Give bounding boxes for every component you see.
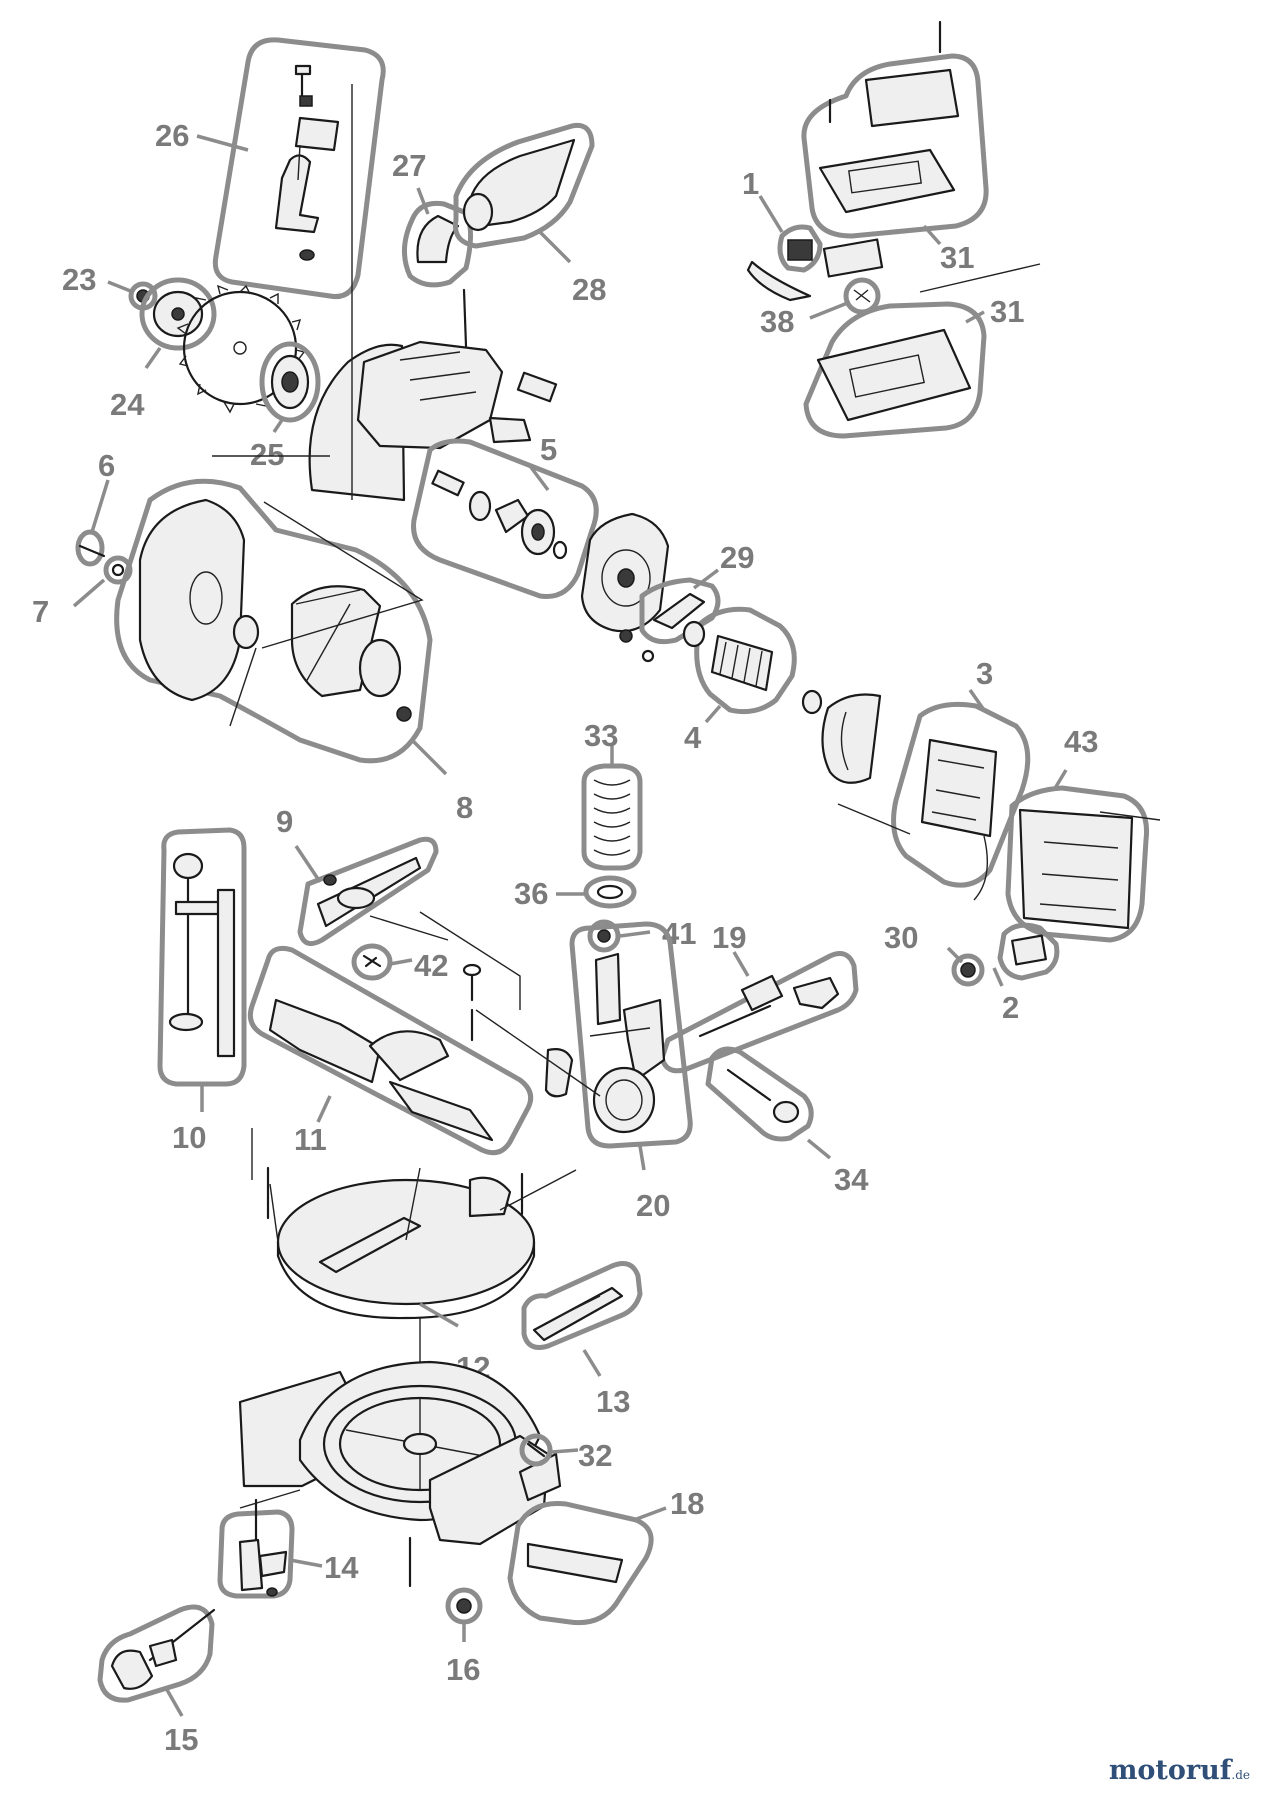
callout-10: 10 xyxy=(172,1120,206,1155)
callout-23: 23 xyxy=(62,262,96,297)
assembly-guide-lines xyxy=(239,501,601,1509)
part-3-field-coil-group xyxy=(837,701,1031,901)
callout-32: 32 xyxy=(578,1438,612,1473)
callout-24: 24 xyxy=(110,387,145,422)
part-34-locking-knob-group xyxy=(705,1046,814,1142)
callout-38: 38 xyxy=(760,304,794,339)
callout-8: 8 xyxy=(456,790,473,825)
callout-5: 5 xyxy=(540,432,557,467)
callout-31-lower: 31 xyxy=(990,294,1024,329)
part-42-screw xyxy=(351,943,393,981)
callout-28: 28 xyxy=(572,272,606,307)
callout-7: 7 xyxy=(32,594,49,629)
part-43-motor-housing-group xyxy=(1005,785,1161,943)
part-11-fence-group xyxy=(247,945,534,1156)
part-15-handle-knob-group xyxy=(97,1604,216,1703)
cable-clip xyxy=(544,1048,574,1098)
part-5-gearbox-group xyxy=(411,438,599,600)
callout-34: 34 xyxy=(834,1162,869,1197)
part-20-tilt-bracket-group xyxy=(569,921,693,1149)
part-9-fence-group xyxy=(297,836,449,947)
callout-33: 33 xyxy=(584,718,618,753)
brand-logo: motoruf.de xyxy=(1109,1755,1250,1786)
callout-25: 25 xyxy=(250,437,284,472)
part-2-carbon-brush xyxy=(997,922,1060,981)
part-10-workpiece-clamp-group xyxy=(157,827,247,1087)
callout-29: 29 xyxy=(720,540,754,575)
brand-suffix: .de xyxy=(1231,1768,1250,1782)
part-27-dust-elbow-group xyxy=(402,200,473,288)
callout-20: 20 xyxy=(636,1188,670,1223)
callout-31-upper: 31 xyxy=(940,240,974,275)
callout-13: 13 xyxy=(596,1384,630,1419)
part-30-brush-cap xyxy=(951,953,985,987)
callout-14: 14 xyxy=(324,1550,359,1585)
callout-15: 15 xyxy=(164,1722,198,1757)
fence-screws xyxy=(462,963,482,1042)
gearbox-cover xyxy=(580,512,670,633)
part-29-brush-holder-group xyxy=(619,577,721,663)
part-18-side-extension-group xyxy=(507,1500,654,1626)
callout-18: 18 xyxy=(670,1486,704,1521)
callout-42: 42 xyxy=(414,948,448,983)
callout-36: 36 xyxy=(514,876,548,911)
upper-blade-guard-housing xyxy=(212,84,558,502)
part-36-spring-seat xyxy=(583,875,637,909)
part-41-nut xyxy=(587,919,621,953)
part-14-lock-bracket-group xyxy=(217,1498,295,1599)
part-28-dust-bag-group xyxy=(452,122,595,249)
saw-blade xyxy=(176,284,306,414)
part-12-turntable xyxy=(266,1166,536,1400)
callout-43: 43 xyxy=(1064,724,1098,759)
callout-3: 3 xyxy=(976,656,993,691)
part-4-armature-group xyxy=(682,606,823,715)
part-33-spring-group xyxy=(581,763,643,871)
part-16-rubber-foot xyxy=(445,1587,483,1625)
part-19-pivot-shaft-group xyxy=(639,951,859,1074)
part-31-upper-switch-housing-group xyxy=(801,20,989,239)
part-31-lower-handle-base-group xyxy=(803,263,1041,439)
part-32-screw xyxy=(519,1433,553,1467)
callout-1: 1 xyxy=(742,166,759,201)
callout-16: 16 xyxy=(446,1652,480,1687)
callout-11: 11 xyxy=(294,1122,327,1157)
part-38-spring xyxy=(843,277,881,315)
callout-2: 2 xyxy=(1002,990,1019,1025)
callout-4: 4 xyxy=(684,720,702,755)
switch-lever xyxy=(746,260,812,302)
motor-stator-ring xyxy=(821,693,882,784)
brand-name: motoruf xyxy=(1108,1755,1232,1786)
callout-30: 30 xyxy=(884,920,918,955)
callout-6: 6 xyxy=(98,448,115,483)
part-26-handle-group xyxy=(212,37,386,300)
callout-9: 9 xyxy=(276,804,293,839)
saw-base xyxy=(238,1360,562,1588)
callout-27: 27 xyxy=(392,148,426,183)
part-25-inner-flange xyxy=(259,341,321,423)
part-24-outer-flange xyxy=(139,277,217,351)
part-13-table-insert-group xyxy=(521,1261,643,1350)
part-1-switch-trigger xyxy=(777,224,823,273)
callout-19: 19 xyxy=(712,920,746,955)
part-6-screw xyxy=(75,529,106,567)
callout-26: 26 xyxy=(155,118,189,153)
part-8-lower-blade-guard-group xyxy=(114,478,433,764)
switch-block xyxy=(822,238,884,278)
